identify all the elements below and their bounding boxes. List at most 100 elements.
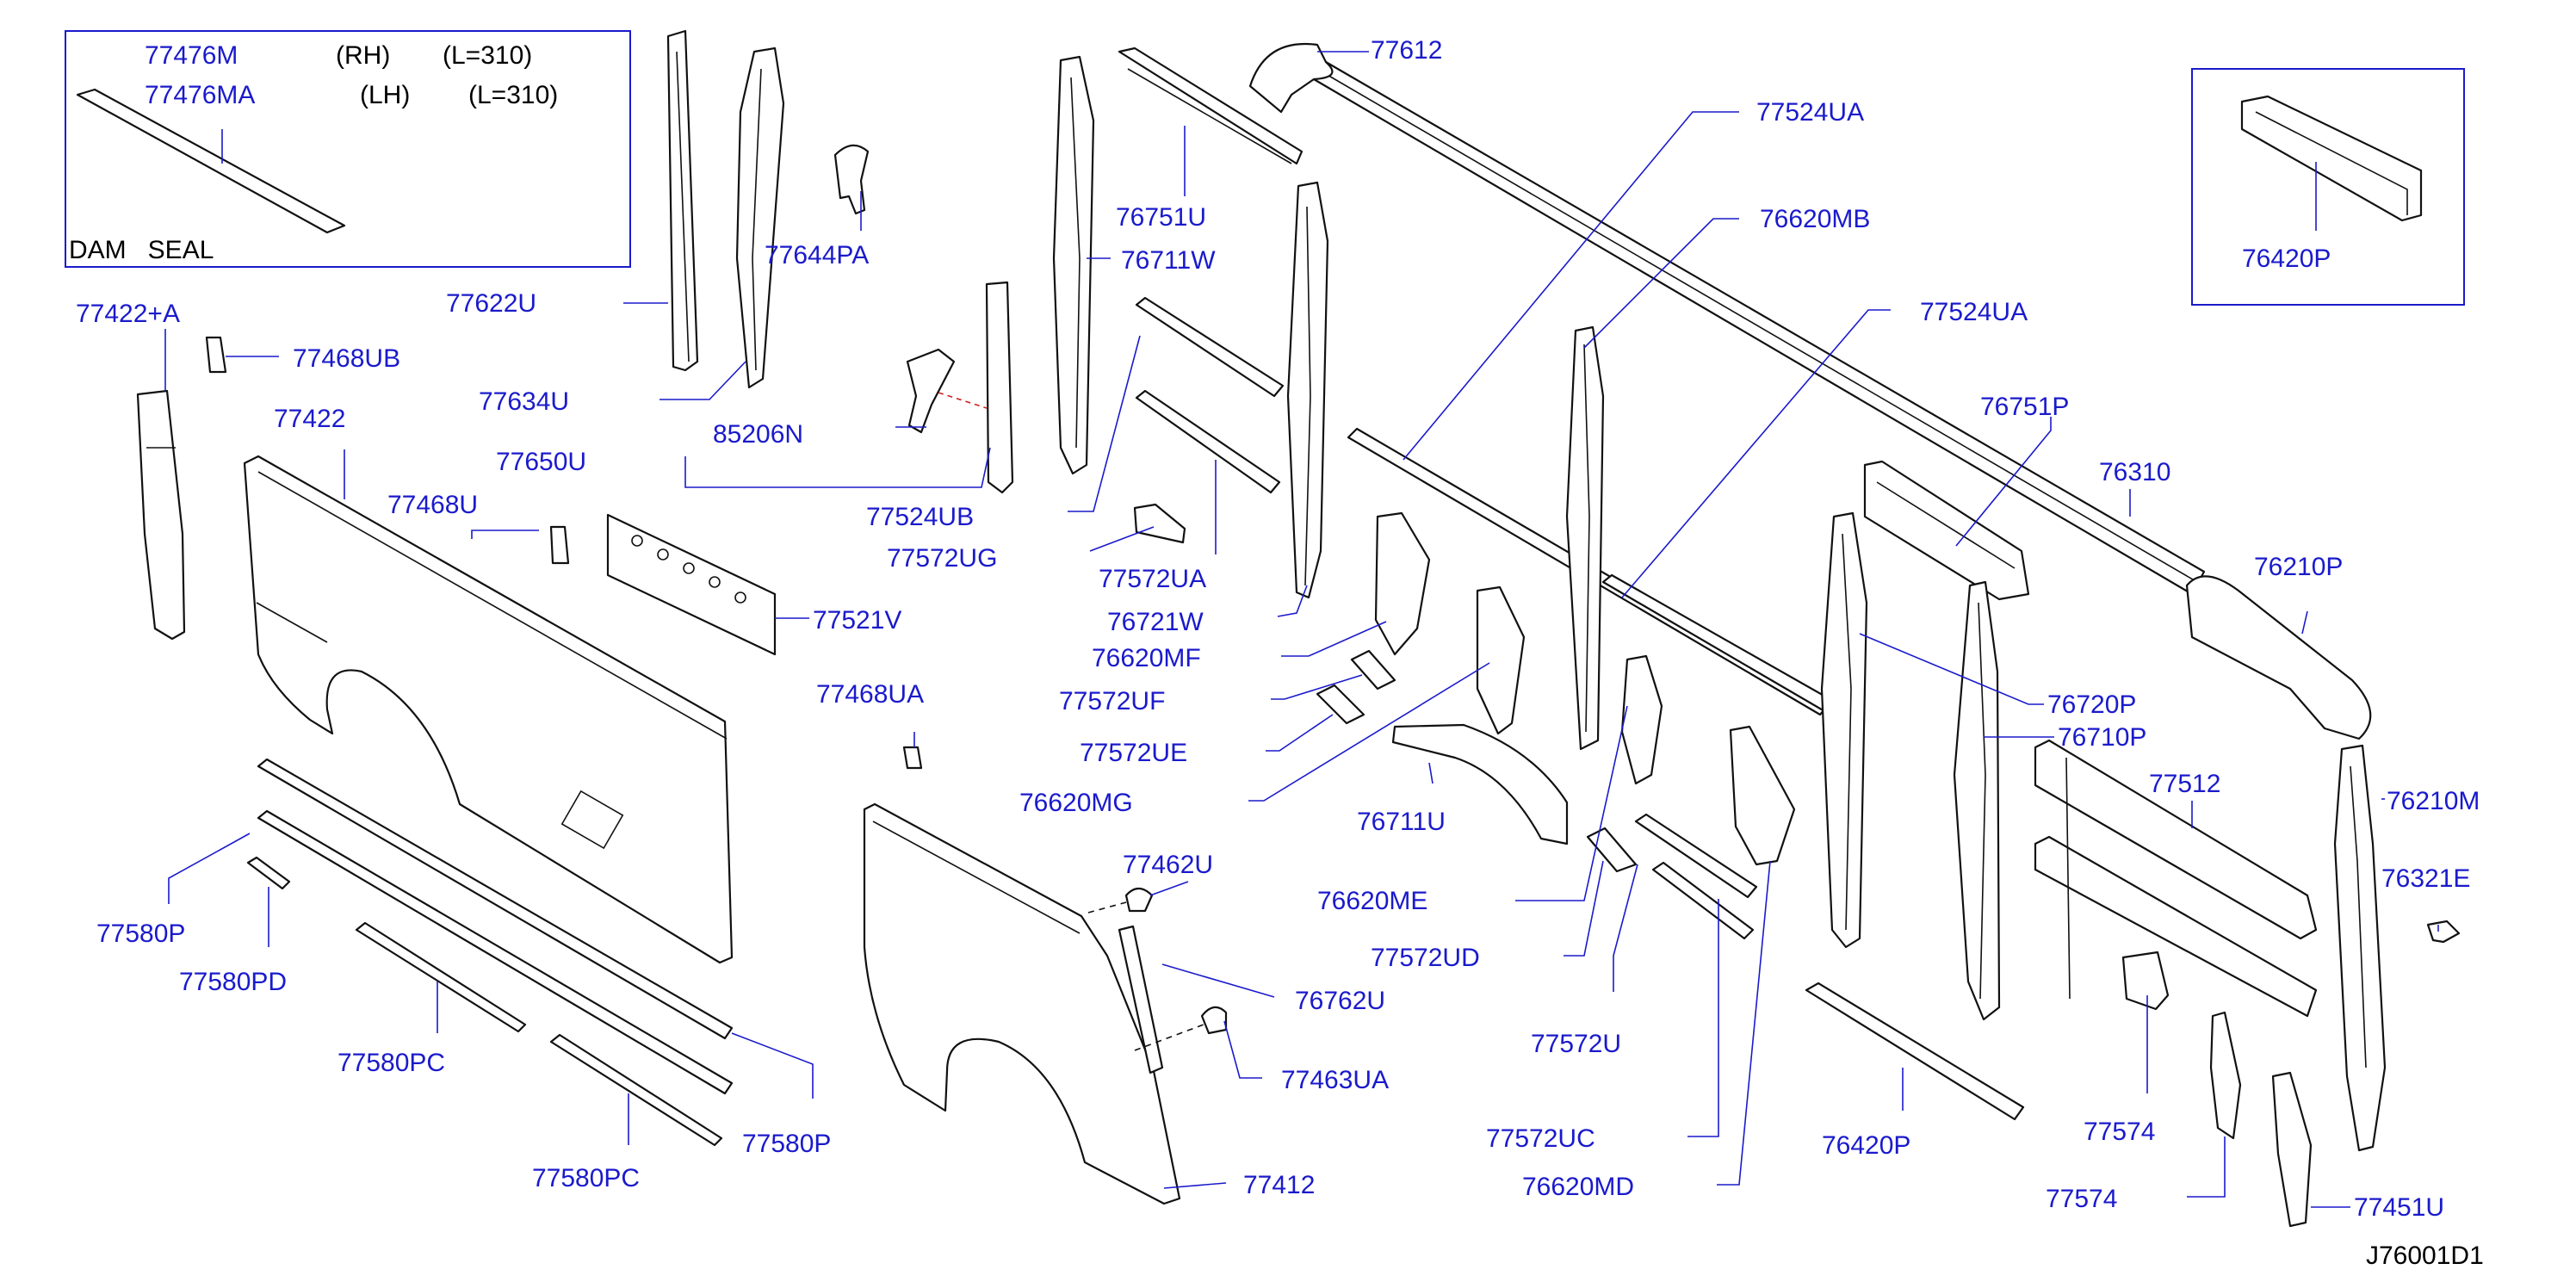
part-label-76762U: 76762U xyxy=(1295,987,1385,1015)
part-label-76710P: 76710P xyxy=(2058,723,2146,752)
bracket-77524UB xyxy=(985,281,1014,494)
side-rh-label: (RH) xyxy=(336,41,390,70)
part-label-77572U: 77572U xyxy=(1531,1030,1621,1058)
reinforcement-77521V xyxy=(606,513,777,656)
pillar-76721W-detail xyxy=(1304,206,1311,586)
part-label-77644PA: 77644PA xyxy=(765,241,869,269)
part-label-77524UA-2: 77524UA xyxy=(1920,298,2028,326)
cap-77468UA xyxy=(902,746,923,770)
pillar-76210M xyxy=(2333,744,2387,1152)
rail-76751U xyxy=(1118,46,1303,165)
left-pillars xyxy=(136,29,923,770)
part-label-76321E: 76321E xyxy=(2381,864,2470,893)
part-label-77574-1: 77574 xyxy=(2084,1118,2155,1146)
pillar-76720P xyxy=(1820,511,1868,949)
rail-77572UA xyxy=(1135,389,1281,494)
strip-77580P-a xyxy=(257,758,734,1040)
part-label-inset-76420P: 76420P xyxy=(2242,245,2331,273)
part-label-76620MB: 76620MB xyxy=(1760,205,1870,233)
part-label-77512: 77512 xyxy=(2149,770,2220,798)
pillar-76720P-detail xyxy=(1842,533,1852,931)
part-label-77462U: 77462U xyxy=(1123,851,1213,879)
part-label-77476M: 77476M xyxy=(145,41,238,70)
part-label-77572UG: 77572UG xyxy=(887,544,997,573)
bracket-77572UE xyxy=(1316,684,1365,725)
bracket-77572UA xyxy=(1133,503,1186,544)
side-panel-77422 xyxy=(243,455,777,964)
bottom-strips xyxy=(246,758,734,1147)
strip-77580PC-b xyxy=(549,1033,723,1147)
bracket-76620MD xyxy=(1729,725,1796,866)
part-label-77580PD: 77580PD xyxy=(179,968,287,996)
bracket-85206N xyxy=(906,348,956,434)
center-parts xyxy=(906,46,1841,940)
rail-77572UC xyxy=(1651,861,1755,940)
right-structure xyxy=(1805,460,2461,1228)
part-label-76751U: 76751U xyxy=(1116,203,1206,232)
rail-77572U xyxy=(1634,813,1758,899)
part-label-76711U: 76711U xyxy=(1357,808,1446,836)
length-rh-label: (L=310) xyxy=(443,41,532,70)
cap-77468UB xyxy=(205,336,227,374)
bracket-76620MG xyxy=(1476,585,1526,735)
bracket-77574-a xyxy=(2121,951,2170,1011)
clip-77644PA xyxy=(833,144,870,215)
part-label-76720P: 76720P xyxy=(2047,691,2136,719)
clip-76321E xyxy=(2426,920,2461,944)
cap-77463UA xyxy=(1200,1006,1228,1035)
lower-panel-creases xyxy=(872,821,1081,934)
pillar-77622U-detail xyxy=(676,51,690,362)
rail-77572UG xyxy=(1135,296,1285,398)
roof-rail-part xyxy=(1312,60,2206,596)
pillar-76210M-detail xyxy=(2350,765,2367,1068)
part-label-76620MF: 76620MF xyxy=(1092,644,1201,672)
lower-panel-outer xyxy=(863,802,1181,1205)
length-lh-label: (L=310) xyxy=(468,81,558,109)
pillar-77634U xyxy=(735,46,785,389)
header-76751P-detail xyxy=(1876,481,2016,569)
side-lh-label: (LH) xyxy=(360,81,410,109)
pillar-76721W xyxy=(1286,181,1329,599)
part-label-77612: 77612 xyxy=(1371,36,1442,65)
cap-77462U xyxy=(1124,887,1154,913)
pillar-76710P-detail xyxy=(1978,602,1986,1000)
part-label-77476MA: 77476MA xyxy=(145,81,255,109)
part-label-77650U: 77650U xyxy=(496,448,586,476)
part-label-77572UA: 77572UA xyxy=(1099,565,1206,593)
pillar-77634U-detail xyxy=(752,68,762,371)
part-labels: 77612 77524UA 76620MB 77524UA 76751P 763… xyxy=(76,36,2480,1222)
strip-77580PC-a xyxy=(355,921,527,1033)
bracket-77574-b xyxy=(2209,1011,2242,1140)
roof-rail-detail xyxy=(1325,73,2198,583)
part-label-77574-2: 77574 xyxy=(2046,1185,2117,1213)
part-label-77580PC-2: 77580PC xyxy=(532,1164,640,1192)
part-label-77572UE: 77572UE xyxy=(1080,739,1187,767)
part-label-76751P: 76751P xyxy=(1980,393,2069,421)
pillar-76711W-detail xyxy=(1070,77,1081,449)
rail-76751U-detail xyxy=(1127,68,1292,164)
dam-seal-part xyxy=(76,88,346,234)
part-label-77422: 77422 xyxy=(274,405,345,433)
part-label-76620MG: 76620MG xyxy=(1019,789,1133,817)
side-panel-mid-crease xyxy=(256,602,328,643)
pillar-76620MB xyxy=(1565,325,1605,751)
part-label-76620MD: 76620MD xyxy=(1522,1173,1634,1201)
part-label-77572UD: 77572UD xyxy=(1371,944,1480,972)
part-label-77580P-2: 77580P xyxy=(742,1130,831,1158)
dam-seal-inset: 77476M (RH) (L=310) 77476MA (LH) (L=310)… xyxy=(65,30,631,268)
red-link-85206N xyxy=(938,392,988,409)
roof-rail-76310 xyxy=(1248,42,2372,740)
header-76751P xyxy=(1863,460,2030,601)
part-label-77580PC-1: 77580PC xyxy=(337,1049,445,1077)
reinforcement-holes xyxy=(631,535,746,604)
dam-seal-caption: DAM SEAL xyxy=(69,236,214,264)
dash-77463UA xyxy=(1134,1024,1204,1051)
roof-cap-77612 xyxy=(1248,42,1334,114)
arch-76711U xyxy=(1391,723,1569,845)
part-label-77422A: 77422+A xyxy=(76,300,180,328)
part-label-77572UC: 77572UC xyxy=(1486,1124,1595,1153)
bracket-76620MF xyxy=(1374,511,1431,656)
part-label-76620ME: 76620ME xyxy=(1317,887,1427,915)
frame-77512-top xyxy=(2034,739,2318,940)
cap-77468U xyxy=(549,525,570,565)
